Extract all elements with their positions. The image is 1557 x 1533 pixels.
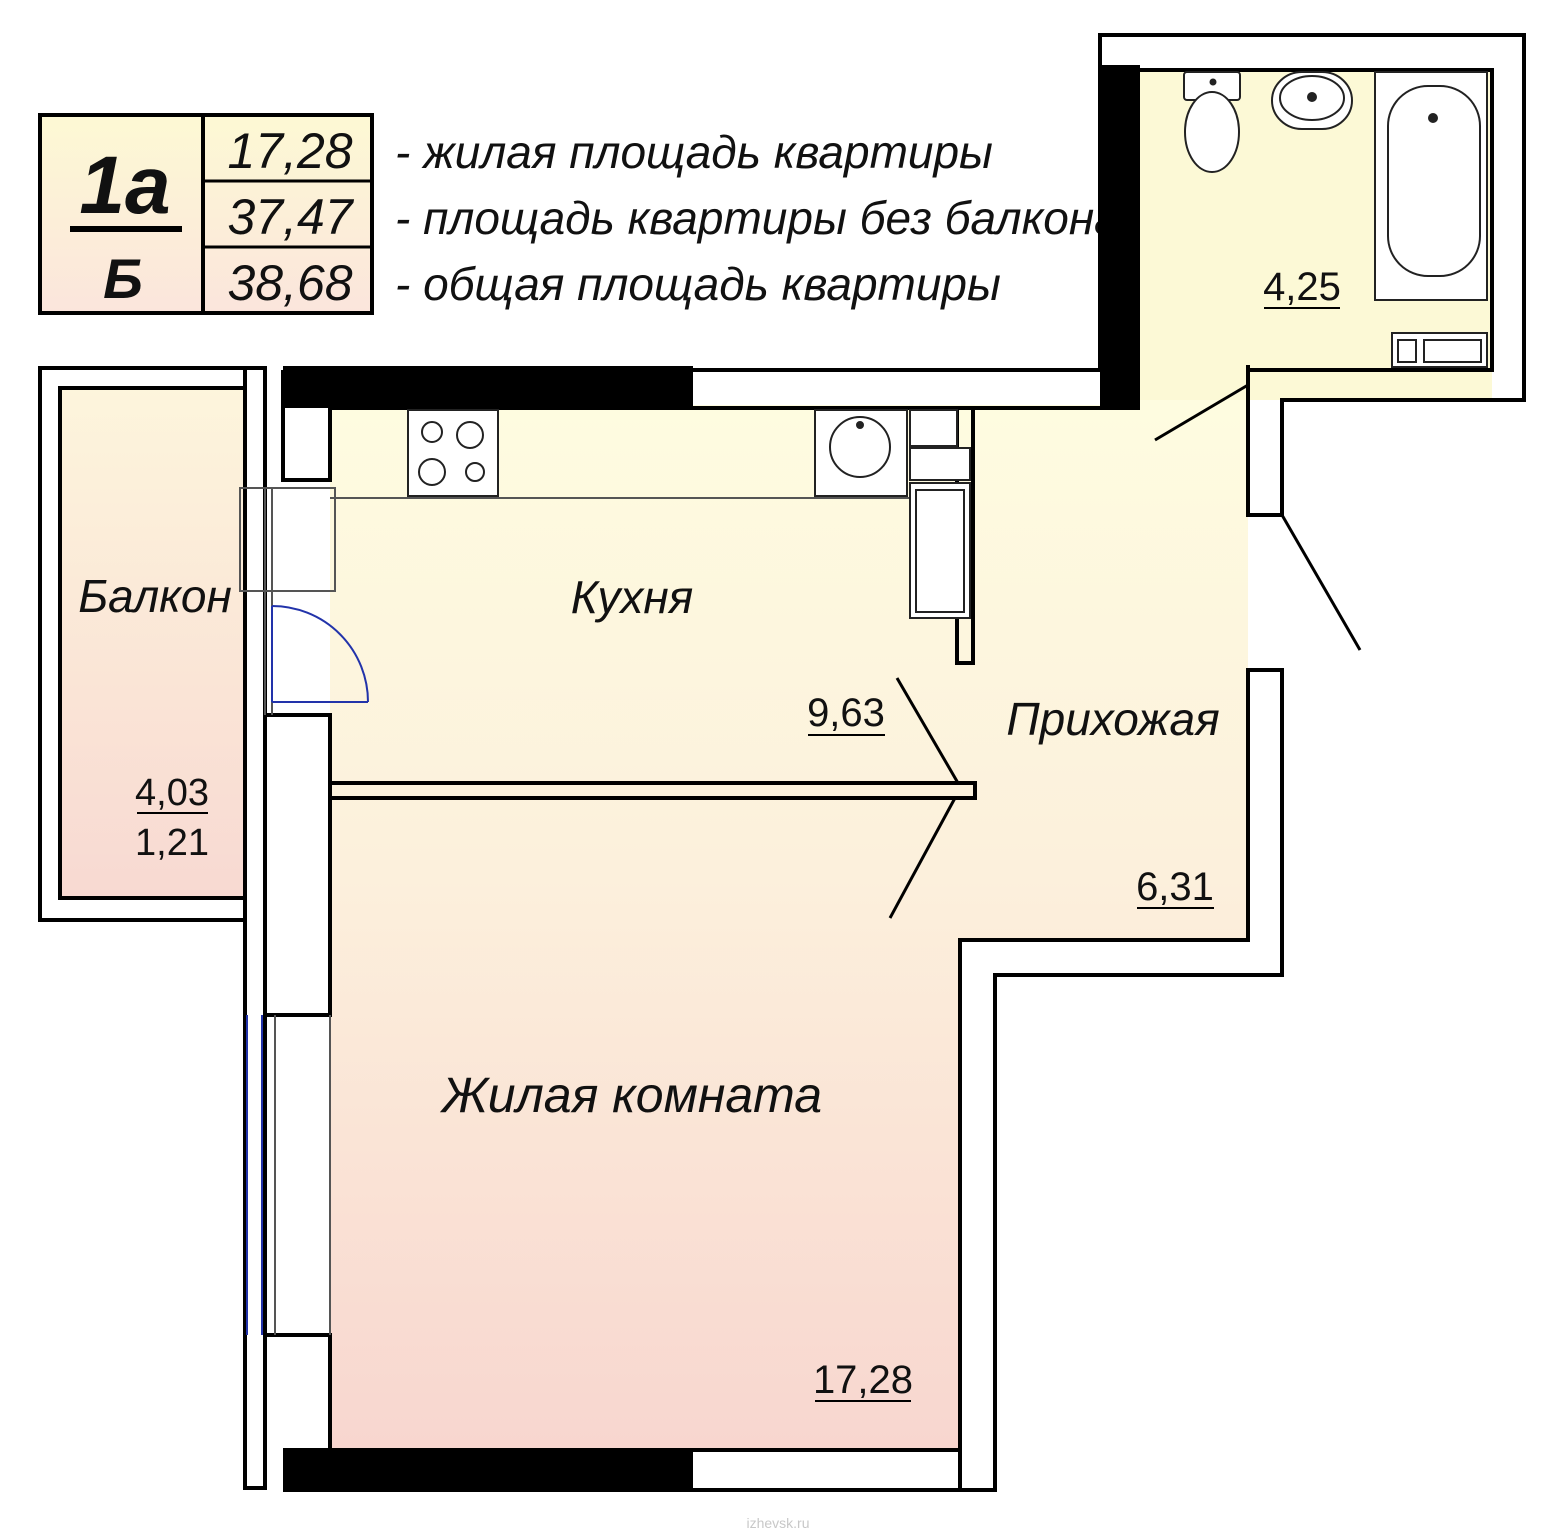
apartment-floor	[330, 400, 1248, 1450]
balcony-name: Балкон	[78, 570, 232, 622]
door-swing-arc	[271, 605, 369, 703]
living-room-area: 17,28	[813, 1358, 913, 1402]
kitchen-door-leaf	[895, 677, 960, 784]
bathroom-door-leaf	[1154, 383, 1249, 442]
living-area-value: 17,28	[227, 123, 352, 179]
balcony-inner-wall	[58, 386, 243, 900]
stove-icon	[407, 409, 499, 497]
top-bearing-wall	[283, 366, 693, 408]
balcony-outer-wall	[38, 366, 243, 922]
section-letter: Б	[103, 247, 143, 310]
right-wall-lower	[958, 668, 1284, 1492]
facade-wall-strip	[243, 366, 267, 1490]
bathroom-outer-wall	[1098, 33, 1526, 517]
living-room-name: Жилая комната	[439, 1067, 822, 1123]
left-wall-pier	[265, 713, 332, 1017]
kitchen-area: 9,63	[807, 691, 885, 735]
load-bearing-walls	[283, 65, 1140, 1490]
balcony-area: 4,03	[135, 772, 209, 814]
balcony-door	[239, 487, 369, 715]
bathtub-icon	[1374, 71, 1488, 301]
living-door-leaf	[888, 797, 957, 919]
total-area-label: - общая площадь квартиры	[395, 258, 1001, 310]
bathroom-cabinet-icon	[1391, 332, 1488, 368]
balcony-reduced-area: 1,21	[135, 822, 209, 864]
total-area-value: 38,68	[227, 255, 352, 311]
kitchen-name: Кухня	[571, 571, 693, 623]
left-wall-upper	[281, 370, 332, 482]
entrance-door-leaf	[1280, 514, 1362, 651]
kitchen-fixtures	[330, 409, 971, 619]
area-legend: 1а Б 17,28 37,47 38,68 - жилая площадь к…	[38, 113, 1120, 315]
hallway-name: Прихожая	[1006, 693, 1219, 745]
hallway-area: 6,31	[1136, 865, 1214, 909]
area-without-balcony-label: - площадь квартиры без балкона	[395, 192, 1120, 244]
bathroom-inner-wall	[1140, 68, 1494, 372]
partition-kitchen-living	[328, 781, 977, 800]
sink-icon	[1271, 71, 1353, 130]
left-wall-bottom	[265, 1333, 332, 1450]
bathroom-bearing-wall	[1100, 65, 1140, 408]
bathroom-area: 4,25	[1263, 265, 1341, 309]
watermark: izhevsk.ru	[746, 1515, 809, 1531]
bottom-bearing-wall	[283, 1448, 693, 1490]
apartment-code: 1а	[79, 140, 170, 231]
living-window	[246, 1015, 331, 1335]
room-labels: 4,25 Балкон 4,03 1,21 Кухня 9,63 Прихожа…	[78, 265, 1341, 1402]
legend-box	[38, 113, 374, 315]
area-without-balcony-value: 37,47	[227, 189, 354, 245]
living-area-label: - жилая площадь квартиры	[395, 126, 993, 178]
toilet-icon	[1183, 71, 1241, 173]
bathroom-fixtures	[1183, 71, 1488, 368]
door-frame	[239, 487, 336, 592]
kitchen-sink-icon	[814, 409, 908, 497]
interior-doors	[888, 383, 1362, 919]
fridge-icon	[909, 409, 971, 619]
